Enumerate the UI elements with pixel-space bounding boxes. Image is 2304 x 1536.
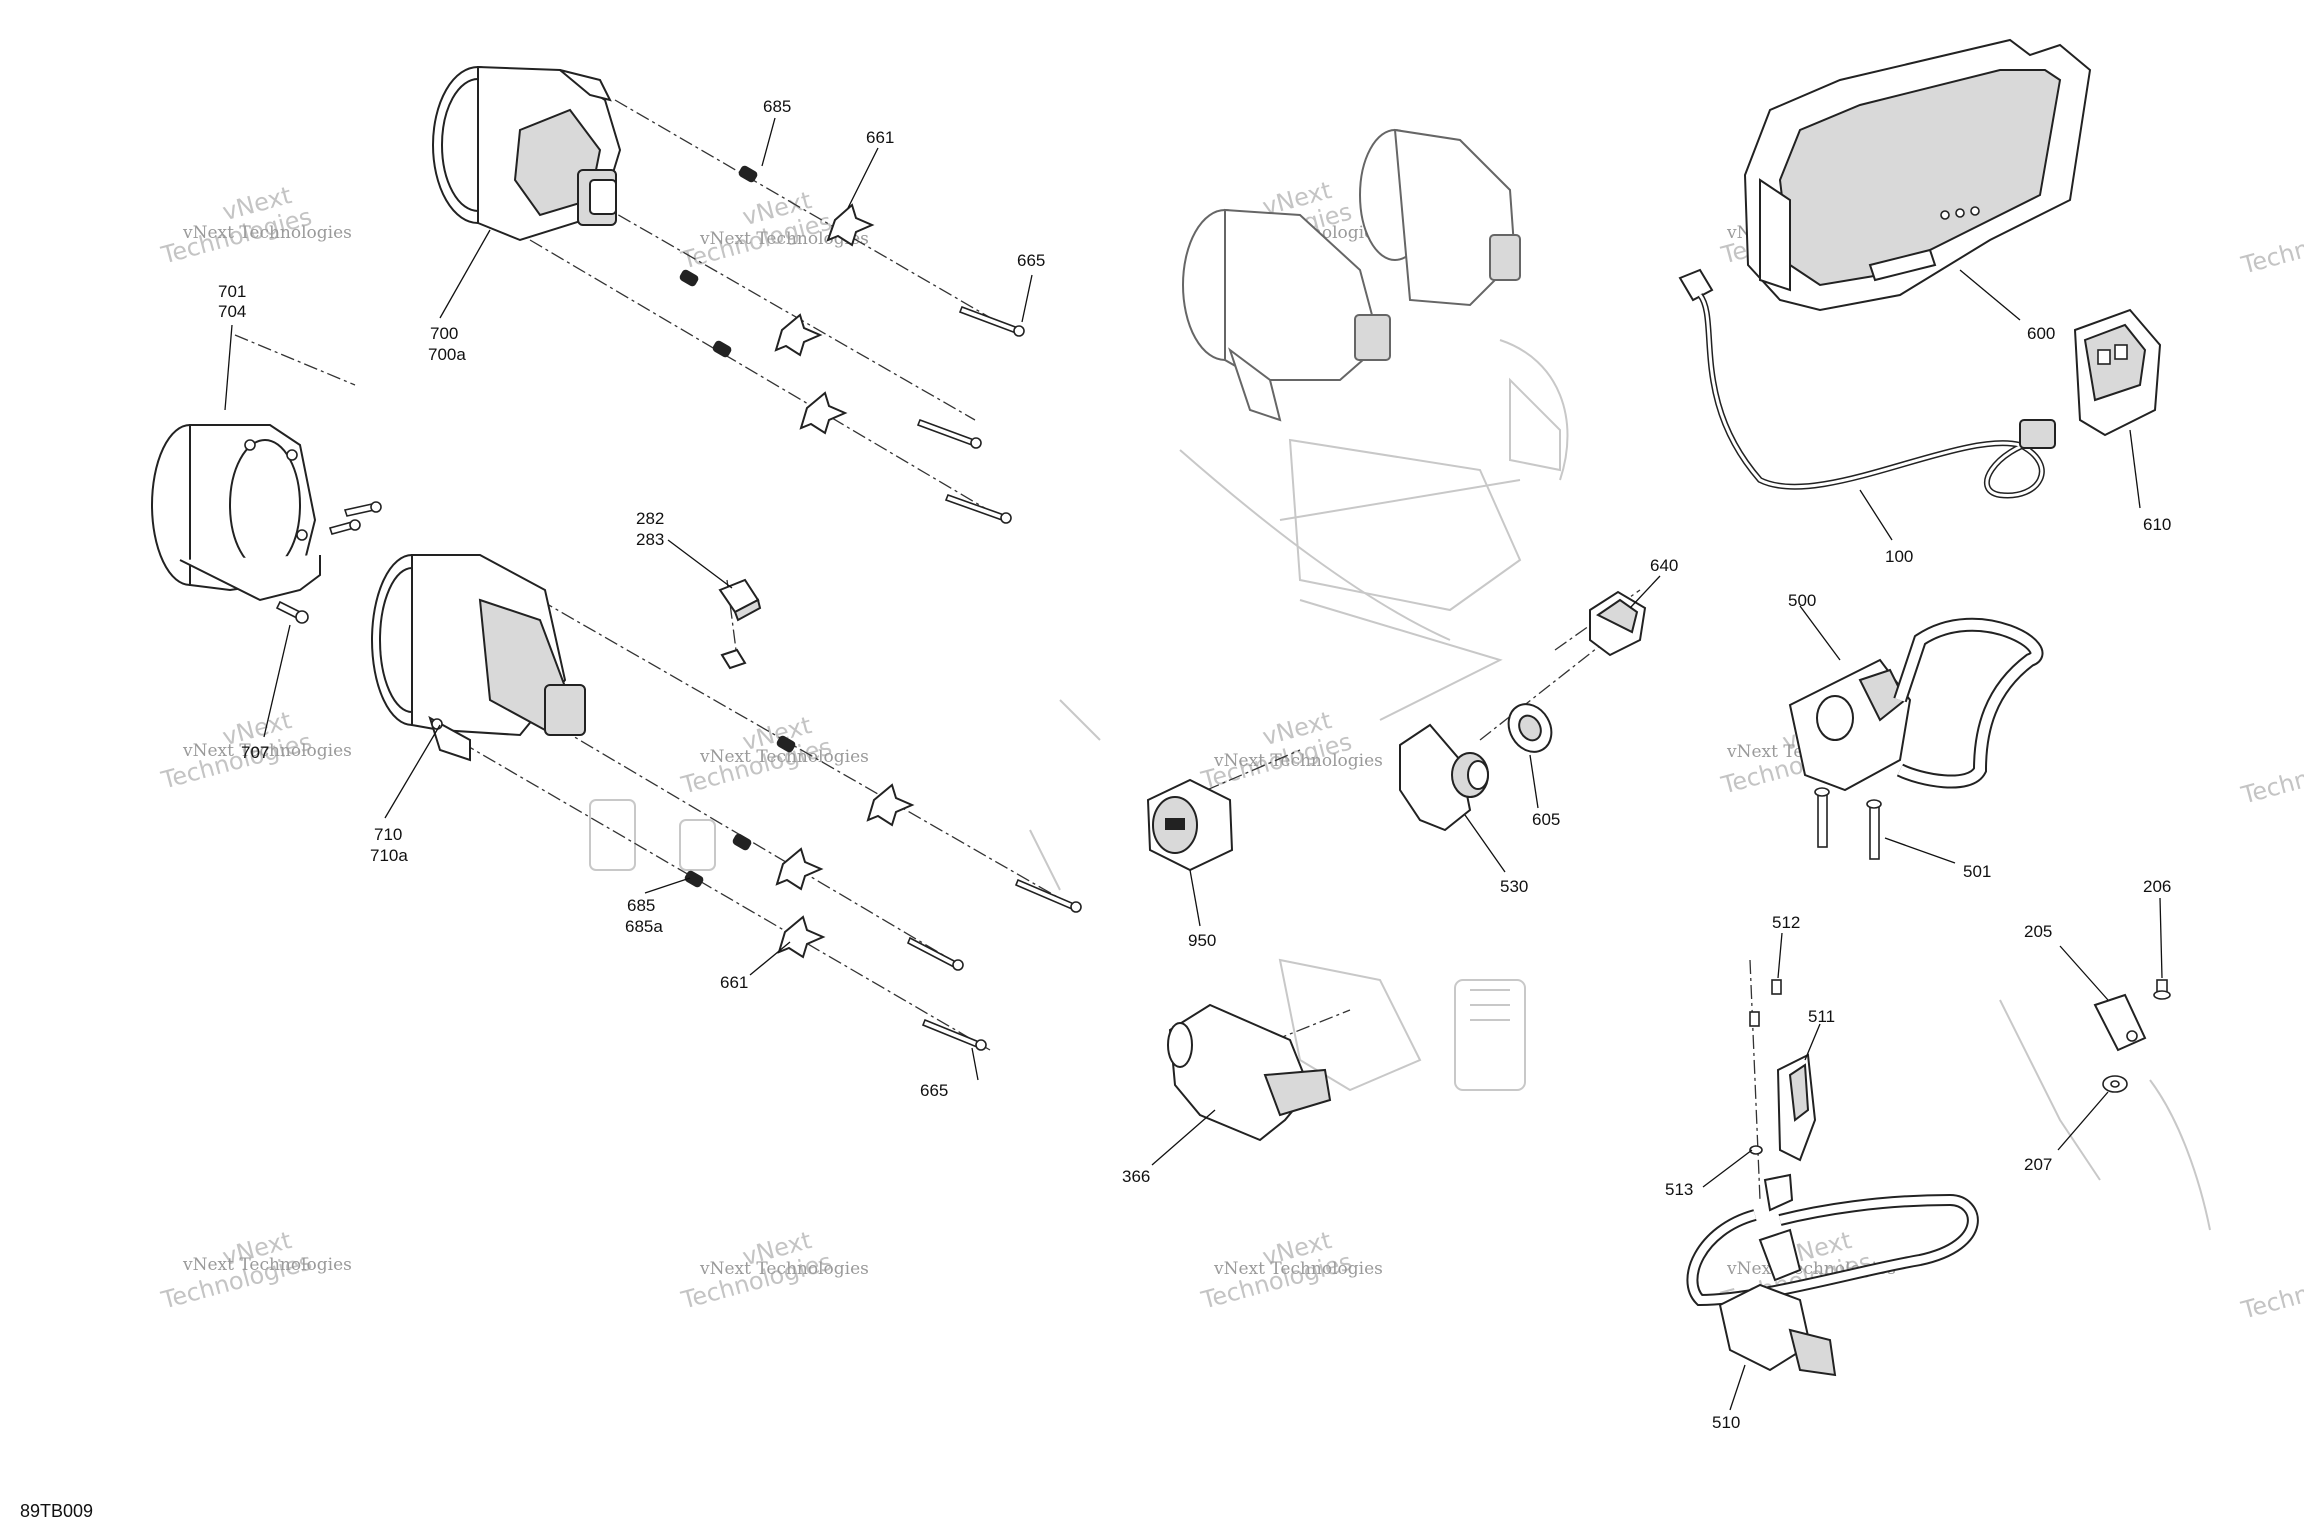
- svg-text:Technologies: Technologies: [2238, 743, 2304, 810]
- watermark-text: vNext Technologies: [182, 1255, 352, 1275]
- spring-top-2[interactable]: [678, 268, 700, 287]
- label-710: 710: [374, 825, 402, 844]
- washer-207[interactable]: [2102, 1075, 2128, 1093]
- label-500: 500: [1788, 591, 1816, 610]
- spring-bottom-1[interactable]: [775, 734, 797, 753]
- watermark-r1c5: Technologies: [2238, 213, 2304, 280]
- label-283: 283: [636, 530, 664, 549]
- watermark-text: vNext Technologies: [182, 223, 352, 243]
- washer-513[interactable]: [1749, 1145, 1763, 1155]
- label-366: 366: [1122, 1167, 1150, 1186]
- label-685: 685: [763, 97, 791, 116]
- label-665-lower: 665: [920, 1081, 948, 1100]
- handlebar-switch-500[interactable]: [1788, 617, 2044, 792]
- label-700a: 700a: [428, 345, 466, 364]
- bolt-top-3[interactable]: [944, 493, 1012, 524]
- throttle-510[interactable]: [1686, 1193, 1979, 1377]
- spring-685a[interactable]: [683, 869, 705, 888]
- label-513: 513: [1665, 1180, 1693, 1199]
- knob-bottom-1[interactable]: [866, 783, 915, 827]
- watermark-r2c3: Technologies vNext: [1198, 706, 1355, 795]
- key-switch-530[interactable]: [1399, 723, 1489, 832]
- headlight-710[interactable]: [371, 554, 586, 762]
- knob-bottom-2[interactable]: [775, 847, 824, 891]
- headlight-700[interactable]: [432, 65, 622, 242]
- diagram-code: 89TB009: [20, 1501, 93, 1521]
- label-710a: 710a: [370, 846, 408, 865]
- label-640: 640: [1650, 556, 1678, 575]
- assembly-lines: [234, 99, 1761, 1201]
- leader-lines: [224, 117, 2163, 1411]
- bolt-bottom-1[interactable]: [1014, 878, 1082, 913]
- display-600[interactable]: [1743, 38, 2092, 312]
- bolt-top-2[interactable]: [916, 418, 982, 449]
- connector-640[interactable]: [1589, 590, 1647, 657]
- harness-100[interactable]: [1678, 268, 2056, 499]
- watermark-text: vNext Technologies: [1213, 751, 1383, 771]
- label-661-lower: 661: [720, 973, 748, 992]
- label-282: 282: [636, 509, 664, 528]
- svg-text:Technologies: Technologies: [2238, 213, 2304, 280]
- label-530: 530: [1500, 877, 1528, 896]
- label-685a: 685a: [625, 917, 663, 936]
- label-685-lower: 685: [627, 896, 655, 915]
- module-366[interactable]: [1167, 1003, 1332, 1142]
- label-501: 501: [1963, 862, 1991, 881]
- label-605: 605: [1532, 810, 1560, 829]
- screw-501[interactable]: [1814, 787, 1882, 860]
- callout-labels: 685 661 665 701 704 700 700a 282 283 707…: [218, 97, 2171, 1432]
- nut-605[interactable]: [1500, 696, 1560, 759]
- label-707: 707: [241, 743, 269, 762]
- bracket-511[interactable]: [1763, 1053, 1817, 1212]
- spring-685-top-1[interactable]: [737, 164, 759, 183]
- socket-950[interactable]: [1146, 778, 1234, 872]
- label-511: 511: [1808, 1007, 1835, 1026]
- watermark-text: vNext Technologies: [699, 1259, 869, 1279]
- watermark-text: vNext Technologies: [182, 741, 352, 761]
- label-600: 600: [2027, 324, 2055, 343]
- label-205: 205: [2024, 922, 2052, 941]
- screw-512[interactable]: [1749, 979, 1782, 1027]
- label-510: 510: [1712, 1413, 1740, 1432]
- watermark-r1c2: Technologies vNext: [678, 186, 835, 275]
- spring-bottom-2[interactable]: [731, 832, 753, 851]
- knob-661-top-1[interactable]: [826, 203, 875, 247]
- bracket-205[interactable]: [2093, 993, 2147, 1052]
- bezel-screws[interactable]: [275, 501, 382, 624]
- bolt-665-bottom[interactable]: [921, 1018, 987, 1051]
- svg-text:Technologies: Technologies: [2238, 1258, 2304, 1325]
- label-700: 700: [430, 324, 458, 343]
- spring-top-3[interactable]: [711, 339, 733, 358]
- label-950: 950: [1188, 931, 1216, 950]
- label-512: 512: [1772, 913, 1800, 932]
- clip-283[interactable]: [720, 648, 747, 670]
- knob-top-2[interactable]: [774, 313, 823, 357]
- knob-661-bottom[interactable]: [777, 915, 826, 959]
- clip-282[interactable]: [718, 578, 762, 622]
- watermark-r3c5: Technologies: [2238, 1258, 2304, 1325]
- watermark-r2c5: Technologies: [2238, 743, 2304, 810]
- bezel-701[interactable]: [151, 424, 321, 602]
- background-context: [589, 339, 2211, 1231]
- bolt-bottom-2[interactable]: [906, 936, 964, 971]
- label-610: 610: [2143, 515, 2171, 534]
- label-665: 665: [1017, 251, 1045, 270]
- label-701: 701: [218, 282, 246, 301]
- screw-206[interactable]: [2153, 979, 2171, 1000]
- label-207: 207: [2024, 1155, 2052, 1174]
- headlight-assembly-installed: [1182, 128, 1521, 422]
- label-661: 661: [866, 128, 894, 147]
- watermark-text: vNext Technologies: [699, 747, 869, 767]
- switch-610[interactable]: [2073, 308, 2162, 437]
- label-704: 704: [218, 302, 246, 321]
- bolt-665-top-1[interactable]: [958, 305, 1025, 337]
- knob-top-3[interactable]: [799, 391, 848, 435]
- watermark-text: vNext Technologies: [1213, 1259, 1383, 1279]
- label-206: 206: [2143, 877, 2171, 896]
- watermark-text: vNext Technologies: [699, 229, 869, 249]
- label-100: 100: [1885, 547, 1913, 566]
